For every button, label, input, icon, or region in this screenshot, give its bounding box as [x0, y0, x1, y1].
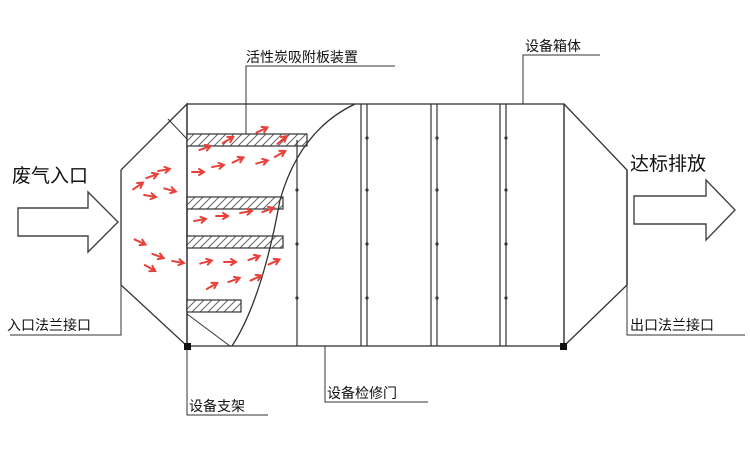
- housing-label: 设备箱体: [525, 38, 581, 55]
- outlet-arrow: [633, 178, 736, 242]
- airflow-arrow-28: [227, 275, 242, 284]
- airflow-arrow-22: [261, 205, 276, 214]
- carbon-plate-4: [186, 299, 242, 313]
- airflow-arrow-5: [163, 186, 178, 195]
- airflow-arrow-20: [215, 212, 230, 220]
- airflow-arrow-10: [191, 168, 206, 176]
- access-doors: [296, 104, 565, 346]
- outlet-label: 达标排放: [630, 153, 706, 175]
- airflow-arrow-3: [157, 165, 172, 174]
- airflow-arrow-16: [221, 135, 235, 144]
- door-hinges: [295, 136, 508, 300]
- airflow-arrow-6: [133, 238, 148, 247]
- inlet-arrow: [17, 190, 119, 254]
- inlet-label: 废气入口: [12, 165, 88, 187]
- airflow-arrow-2: [145, 171, 160, 180]
- airflow-arrow-17: [255, 125, 270, 134]
- airflow-arrow-25: [247, 253, 262, 262]
- airflow-arrow-26: [267, 257, 282, 266]
- airflow-arrow-24: [223, 258, 238, 266]
- airflow-arrow-11: [211, 161, 226, 170]
- airflow-arrow-27: [205, 281, 219, 290]
- airflow-arrows: [132, 125, 289, 290]
- outlet-flange-label: 出口法兰接口: [630, 317, 714, 334]
- airflow-arrow-1: [132, 181, 145, 191]
- leader-lines: [10, 54, 745, 416]
- airflow-arrow-9: [143, 264, 157, 273]
- support-foot-left: [184, 343, 191, 350]
- airflow-arrow-4: [143, 192, 158, 201]
- inlet-flange-label: 入口法兰接口: [7, 317, 91, 334]
- cutaway-curve: [231, 103, 356, 347]
- airflow-arrow-18: [276, 134, 289, 145]
- airflow-arrow-23: [199, 257, 214, 266]
- airflow-arrow-12: [231, 155, 246, 164]
- airflow-arrow-19: [193, 215, 208, 224]
- carbon-plate-3: [186, 235, 284, 249]
- support-foot-right: [560, 343, 567, 350]
- support-label: 设备支架: [189, 398, 245, 415]
- carbon-plates: [186, 133, 308, 313]
- access-door-label: 设备检修门: [327, 385, 397, 402]
- airflow-arrow-14: [273, 149, 287, 158]
- airflow-arrow-15: [198, 143, 213, 152]
- airflow-arrow-21: [239, 207, 254, 216]
- airflow-arrow-29: [249, 273, 264, 282]
- carbon-plate-label: 活性炭吸附板装置: [246, 50, 358, 66]
- airflow-arrow-13: [255, 157, 270, 166]
- airflow-arrow-7: [151, 252, 166, 261]
- airflow-arrow-8: [171, 258, 186, 267]
